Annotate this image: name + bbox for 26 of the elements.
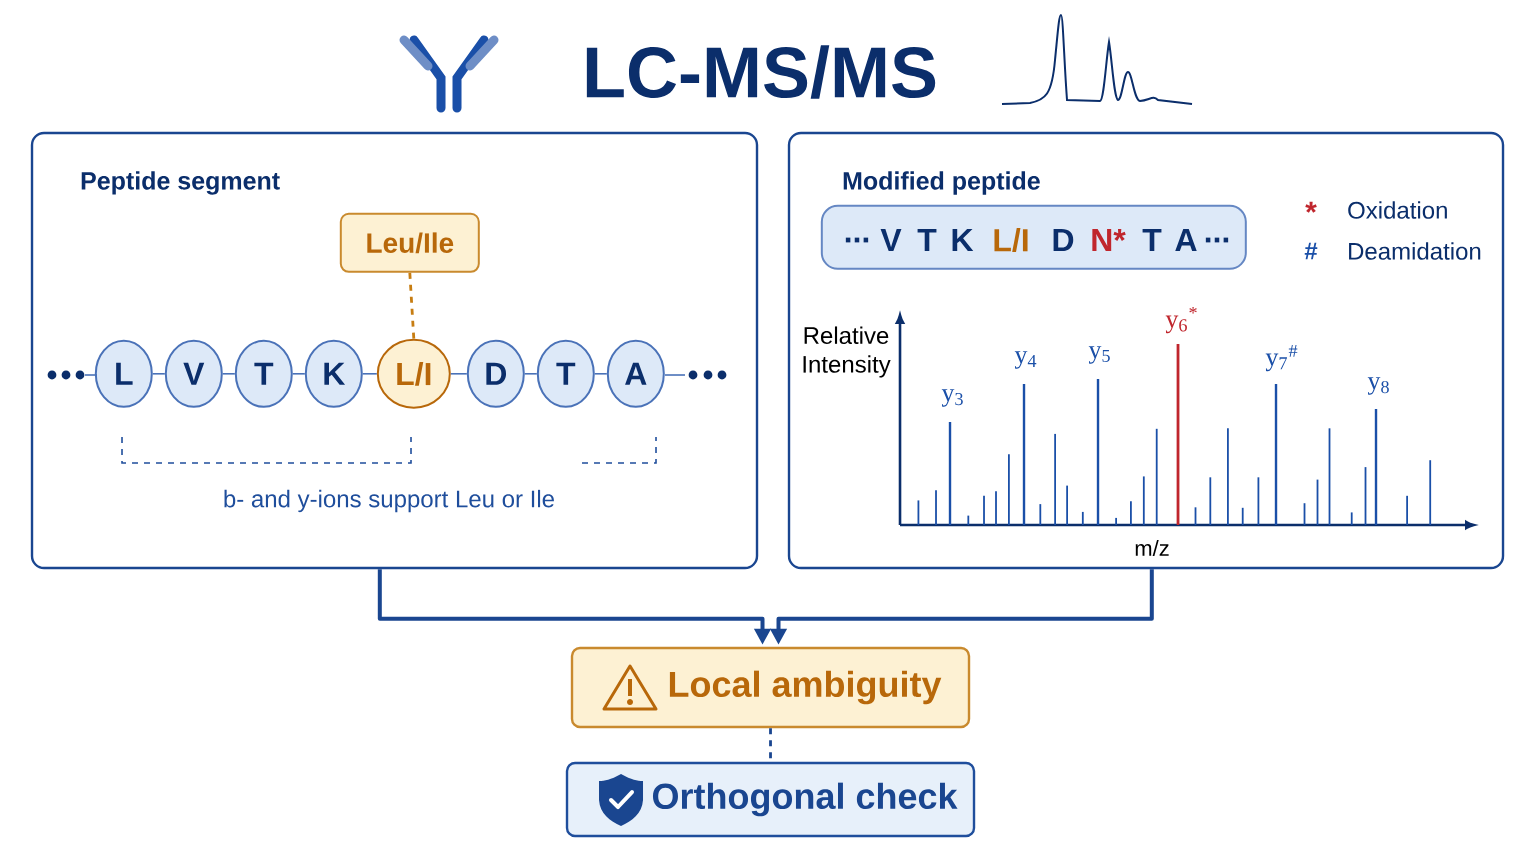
axis-title: Relative Intensity	[803, 326, 891, 378]
legend-symbol: *	[1305, 201, 1317, 213]
peak-label: y$_{5}$	[1088, 346, 1110, 364]
check-box: Orthogonal check	[565, 761, 976, 838]
peak-label: y$_{3}$	[941, 389, 963, 407]
sequence-box: ... V T K L/I D N* T A ...	[820, 204, 1247, 270]
peak-label: y$_{4}$	[1014, 351, 1037, 369]
connector	[594, 373, 608, 375]
connector	[450, 373, 468, 375]
warning-box: Local ambiguity	[570, 646, 971, 729]
connector	[408, 272, 416, 339]
label-caption: b- and y-ions support Leu or Ile	[224, 489, 554, 513]
connector	[362, 373, 378, 375]
annotation-box: Leu/Ile	[339, 212, 480, 273]
title: LC-MS/MS	[586, 45, 936, 99]
legend-symbol: #	[1304, 242, 1318, 260]
axis-title: m/z	[1135, 539, 1169, 557]
legend-text: Oxidation	[1348, 201, 1447, 219]
connector	[524, 373, 538, 375]
peak-label: y$_{7}$#	[1265, 344, 1298, 372]
connector	[292, 373, 306, 375]
peak-label: y$_{8}$	[1367, 377, 1389, 395]
connector	[152, 373, 166, 375]
connector	[222, 373, 236, 375]
legend-text: Deamidation	[1349, 242, 1481, 260]
peak-label: y$_{6}$*	[1165, 306, 1197, 334]
